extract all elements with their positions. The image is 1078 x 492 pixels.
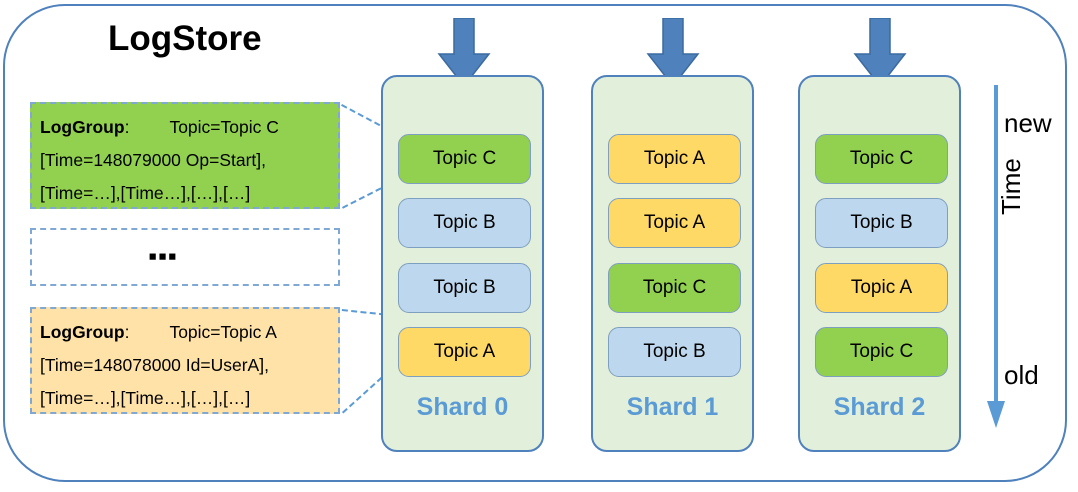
loggroup-green-line3: [Time=…],[Time…],[…],[…]: [40, 183, 251, 203]
loggroup-green-topic: Topic=Topic C: [169, 117, 279, 137]
shard-panel-2[interactable]: Topic C Topic B Topic A Topic C Shard 2: [798, 75, 961, 452]
time-axis-arrow-icon: [987, 85, 1005, 428]
loggroup-green-box: LogGroup: Topic=Topic C [Time=148079000 O…: [30, 102, 340, 209]
shard-panel-1[interactable]: Topic A Topic A Topic C Topic B Shard 1: [591, 75, 754, 452]
loggroup-green-line2: [Time=148079000 Op=Start],: [40, 150, 267, 170]
loggroup-green-header: LogGroup: Topic=Topic C: [40, 111, 330, 144]
loggroup-orange-colon: :: [124, 322, 130, 342]
topic-block[interactable]: Topic B: [608, 327, 741, 377]
shard-label-2: Shard 2: [833, 393, 926, 421]
topic-block[interactable]: Topic A: [608, 134, 741, 184]
ingest-arrow-shard-2: [853, 18, 907, 88]
loggroup-orange-key: LogGroup: [40, 322, 125, 342]
topic-block[interactable]: Topic A: [398, 327, 531, 377]
shard-label-1: Shard 1: [626, 393, 719, 421]
loggroup-green-key: LogGroup: [40, 117, 125, 137]
shard-panel-0[interactable]: Topic C Topic B Topic B Topic A Shard 0: [381, 75, 544, 452]
topic-block[interactable]: Topic B: [815, 198, 948, 248]
loggroup-green-colon: :: [124, 117, 130, 137]
topic-block[interactable]: Topic B: [398, 198, 531, 248]
logstore-container: [3, 4, 1067, 482]
ellipsis-text: ▪▪▪: [148, 242, 178, 271]
loggroup-orange-line3: [Time=…],[Time…],[…],[…]: [40, 388, 251, 408]
topic-block[interactable]: Topic C: [815, 327, 948, 377]
loggroup-orange-box: LogGroup: Topic=Topic A [Time=148078000 I…: [30, 307, 340, 414]
topic-block[interactable]: Topic C: [815, 134, 948, 184]
loggroup-ellipsis-box: ▪▪▪: [30, 228, 340, 286]
loggroup-orange-line2: [Time=148078000 Id=UserA],: [40, 355, 269, 375]
ingest-arrow-shard-1: [646, 18, 700, 88]
page-title: LogStore: [108, 19, 262, 58]
loggroup-orange-header: LogGroup: Topic=Topic A: [40, 316, 330, 349]
topic-block[interactable]: Topic A: [608, 198, 741, 248]
topic-block[interactable]: Topic C: [608, 263, 741, 313]
topic-block[interactable]: Topic A: [815, 263, 948, 313]
shard-label-0: Shard 0: [416, 393, 509, 421]
time-label-old: old: [1004, 360, 1039, 390]
time-label-axis: Time: [996, 158, 1026, 215]
topic-block[interactable]: Topic B: [398, 263, 531, 313]
topic-block[interactable]: Topic C: [398, 134, 531, 184]
ingest-arrow-shard-0: [437, 18, 491, 88]
time-label-new: new: [1004, 108, 1052, 138]
loggroup-orange-topic: Topic=Topic A: [169, 322, 277, 342]
